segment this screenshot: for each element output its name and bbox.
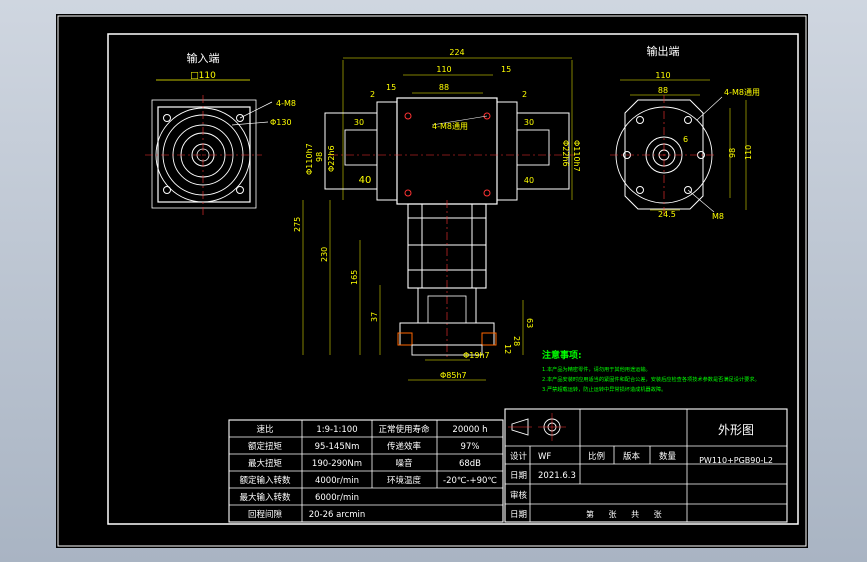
spec-r1-c2: 传递效率 — [387, 441, 422, 452]
projection-cone-icon — [511, 418, 529, 436]
spec-r0-c1: 1:9-1:100 — [316, 425, 357, 435]
spec-r3-c2: 环境温度 — [387, 475, 422, 486]
quantity-label: 数量 — [659, 451, 677, 462]
spec-r0-c0: 速比 — [256, 424, 273, 435]
date2-label: 日期 — [510, 510, 527, 520]
dim-dia-left-3: Φ22h6 — [327, 145, 336, 172]
date-value: 2021.6.3 — [538, 471, 576, 481]
spec-r3-c3: -20℃-+90℃ — [443, 476, 497, 486]
spec-r5-c1: 20-26 arcmin — [309, 510, 366, 520]
title-block-text: 外形图 PW110+PGB90-L2 设计 WF 比例 版本 数量 日期 202… — [510, 423, 773, 520]
spec-r2-c0: 最大扭矩 — [248, 458, 283, 469]
spec-r2-c2: 噪音 — [395, 458, 413, 469]
dim-28: 28 — [512, 336, 521, 346]
dim-110: 110 — [436, 65, 451, 74]
spec-r1-c0: 额定扭矩 — [248, 441, 283, 452]
gearbox-housing — [396, 97, 498, 205]
dim-shaft-30-right: 30 — [524, 118, 534, 127]
drawing-title: 外形图 — [718, 423, 754, 437]
notes-title: 注意事项: — [542, 349, 582, 361]
note-line-3: 3.严禁超载运转，防止运转中异常损坏造成机器故障。 — [542, 385, 666, 393]
dim-shaft-40-left: 40 — [359, 175, 372, 186]
inner-border — [107, 33, 799, 525]
spec-r0-c2: 正常使用寿命 — [378, 424, 430, 435]
output-square-dim: 110 — [655, 71, 670, 80]
spec-r2-c3: 68dB — [459, 459, 481, 469]
dim-dia-left-1: Φ110h7 — [305, 143, 314, 175]
output-88-dim: 88 — [658, 86, 668, 95]
dim-63: 63 — [525, 318, 534, 328]
technical-notes: 注意事项: 1.本产品为精密零件，请勿用于其他用途运输。 2.本产品安装时应用适… — [542, 349, 760, 393]
dim-165: 165 — [350, 270, 359, 285]
version-label: 版本 — [623, 451, 641, 462]
design-value: WF — [538, 452, 551, 462]
drawing-sheet: 输入端 □110 4-M8 Φ130 224 110 15 88 15 2 2 — [56, 14, 808, 548]
dim-275: 275 — [293, 217, 302, 232]
engineering-drawing: 输入端 □110 4-M8 Φ130 224 110 15 88 15 2 2 — [57, 15, 807, 547]
output-view-title: 输出端 — [647, 44, 680, 58]
dim-dia-right-2: Φ110h7 — [572, 140, 581, 172]
dim-15-right: 15 — [501, 65, 511, 74]
front-section-view: 224 110 15 88 15 2 2 30 30 40 40 4-M8通用 … — [293, 48, 581, 381]
drawing-number: PW110+PGB90-L2 — [699, 456, 773, 465]
output-key-dim: 6 — [683, 135, 688, 144]
dim-37: 37 — [370, 312, 379, 322]
dim-base-dia-2: Φ85h7 — [440, 371, 467, 380]
input-square-dim: □110 — [190, 71, 216, 81]
dim-88: 88 — [439, 83, 449, 92]
note-line-2: 2.本产品安装时应用适当的紧固件和配合公差，安装后应检查各项技术参数是否满足设计… — [542, 375, 760, 383]
note-line-1: 1.本产品为精密零件，请勿用于其他用途运输。 — [542, 365, 651, 373]
dim-224: 224 — [449, 48, 464, 57]
dim-15-left: 15 — [386, 83, 396, 92]
holes-callout: 4-M8通用 — [432, 121, 468, 131]
spec-r5-c0: 回程间隙 — [248, 509, 283, 520]
spec-r2-c1: 190-290Nm — [312, 459, 362, 469]
dim-230: 230 — [320, 247, 329, 262]
check-label: 审核 — [510, 490, 528, 501]
scale-label: 比例 — [588, 451, 605, 462]
spec-r4-c1: 6000r/min — [315, 493, 359, 503]
spec-r4-c0: 最大输入转数 — [239, 492, 291, 503]
design-label: 设计 — [510, 451, 528, 462]
output-end-view: 输出端 110 88 4-M8通用 98 110 6 24.5 M8 — [610, 44, 760, 221]
dim-2-right: 2 — [522, 90, 527, 99]
output-m8-dim: M8 — [712, 212, 724, 221]
title-block — [504, 408, 788, 523]
spec-r0-c3: 20000 h — [452, 425, 487, 435]
dim-2-left: 2 — [370, 90, 375, 99]
spec-r3-c0: 额定输入转数 — [239, 475, 291, 486]
dim-dia-left-2: 98 — [315, 152, 324, 162]
input-view-title: 输入端 — [187, 51, 220, 65]
outer-border — [57, 15, 807, 547]
spec-r1-c3: 97% — [461, 442, 480, 452]
spec-r1-c1: 95-145Nm — [315, 442, 360, 452]
date-label: 日期 — [510, 471, 527, 481]
input-bolt-dim: 4-M8 — [276, 99, 296, 108]
output-245-dim: 24.5 — [658, 210, 676, 219]
output-98-dim: 98 — [728, 148, 737, 158]
output-bolt-dim: 4-M8通用 — [724, 87, 760, 97]
spec-table-text: 速比 1:9-1:100 正常使用寿命 20000 h 额定扭矩 95-145N… — [239, 424, 497, 520]
input-circle-dim: Φ130 — [270, 118, 292, 127]
dim-shaft-30-left: 30 — [354, 118, 364, 127]
output-flange-outline — [624, 99, 704, 210]
dim-12: 12 — [503, 344, 512, 354]
dim-base-dia-1: Φ19h7 — [463, 351, 490, 360]
sheet-count: 第 张 共 张 — [586, 509, 668, 519]
spec-table — [228, 419, 504, 523]
output-110-dim: 110 — [744, 145, 753, 160]
input-end-view: 输入端 □110 4-M8 Φ130 — [145, 51, 296, 215]
dim-dia-right-1: Φ22h6 — [561, 140, 570, 167]
dim-shaft-40-right: 40 — [524, 176, 534, 185]
spec-r3-c1: 4000r/min — [315, 476, 359, 486]
